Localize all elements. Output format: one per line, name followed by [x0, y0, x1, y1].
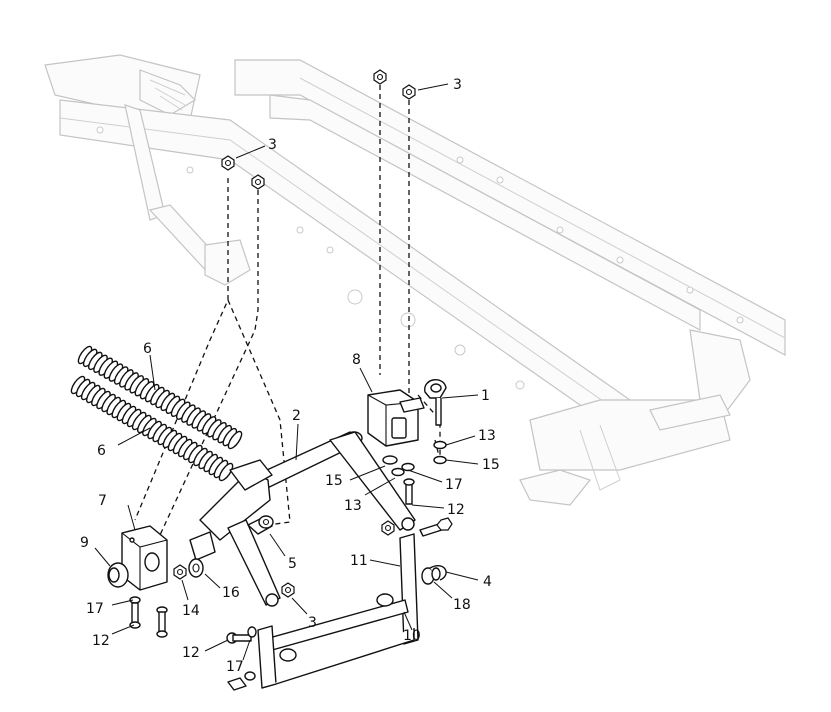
roller-9 — [107, 562, 129, 588]
callout-3-top-right: 3 — [453, 77, 462, 93]
machine-frame-background — [44, 54, 786, 506]
callout-7: 7 — [98, 493, 107, 509]
callout-1: 1 — [481, 388, 490, 404]
washers-13-15 — [382, 440, 447, 477]
callout-15-right: 15 — [482, 457, 500, 473]
spring-coil — [218, 462, 234, 482]
callout-3-bottom: 3 — [308, 615, 317, 631]
callout-5: 5 — [288, 556, 297, 572]
callout-8: 8 — [352, 352, 361, 368]
callout-10: 10 — [403, 628, 421, 644]
callout-18: 18 — [453, 597, 471, 613]
spring-upper — [77, 345, 243, 450]
callout-15-left: 15 — [325, 473, 343, 489]
spring-lower — [70, 375, 234, 482]
callout-13-right: 13 — [478, 428, 496, 444]
callout-2: 2 — [292, 408, 301, 424]
nut-14-washer-16 — [173, 558, 204, 580]
callout-17-right: 17 — [445, 477, 463, 493]
callout-12-left: 12 — [92, 633, 110, 649]
bracket-8 — [367, 389, 425, 447]
bolt-12-right — [403, 478, 415, 505]
hardware-nuts-3 — [221, 69, 416, 598]
callout-12-bottom: 12 — [182, 645, 200, 661]
callout-labels: 1 2 3 3 3 4 5 6 6 7 8 9 10 11 12 12 12 1… — [80, 77, 500, 675]
pin-4-washer-18 — [421, 565, 447, 585]
bolt-12-bottom — [226, 626, 257, 691]
callout-6-upper: 6 — [143, 341, 152, 357]
leader-lines — [94, 83, 479, 661]
callout-17-bottom: 17 — [226, 659, 244, 675]
callout-16: 16 — [222, 585, 240, 601]
bolts-left — [129, 596, 168, 638]
callout-17-left: 17 — [86, 601, 104, 617]
callout-6-lower: 6 — [97, 443, 106, 459]
pin-1 — [424, 379, 447, 426]
callout-3-top-left: 3 — [268, 137, 277, 153]
bolt-top-right — [419, 517, 453, 537]
stud-5 — [247, 515, 274, 535]
callout-14: 14 — [182, 603, 200, 619]
callout-4: 4 — [483, 574, 492, 590]
callout-11: 11 — [350, 553, 368, 569]
lower-frame-10-11 — [257, 533, 419, 689]
spring-coil — [227, 430, 243, 450]
callout-9: 9 — [80, 535, 89, 551]
bracket-7 — [121, 525, 168, 591]
callout-13-left: 13 — [344, 498, 362, 514]
arm-assembly — [189, 431, 416, 607]
callout-12-right: 12 — [447, 502, 465, 518]
